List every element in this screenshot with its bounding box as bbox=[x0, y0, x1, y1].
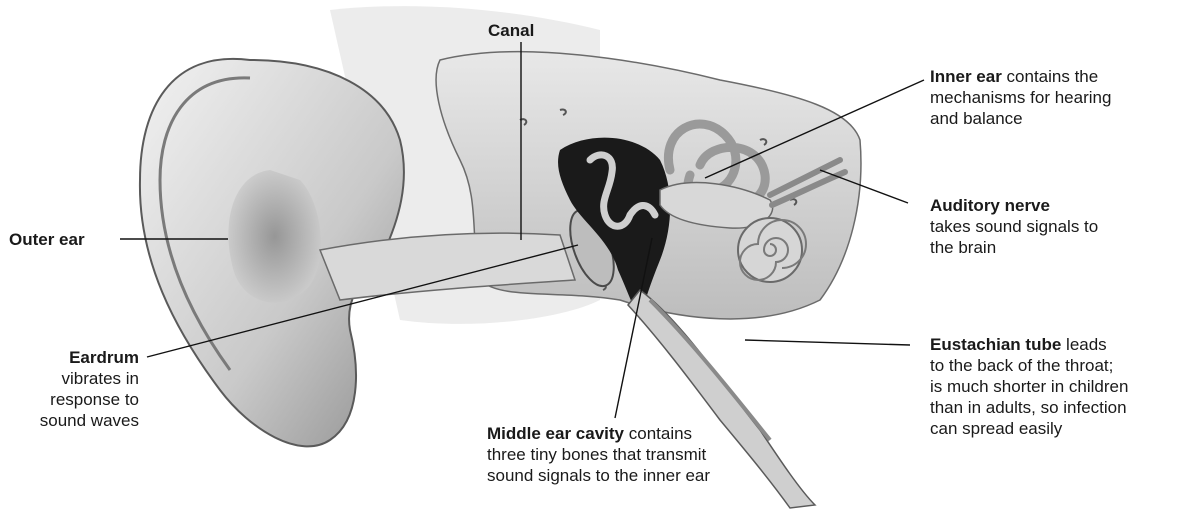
label-eustachian-tube-line: than in adults, so infection bbox=[930, 397, 1128, 418]
label-eustachian-tube-line: is much shorter in children bbox=[930, 376, 1128, 397]
label-inner-ear-line: mechanisms for hearing bbox=[930, 87, 1111, 108]
label-outer-ear: Outer ear bbox=[9, 229, 85, 250]
label-middle-ear-cavity: Middle ear cavity contains three tiny bo… bbox=[487, 423, 710, 486]
label-eardrum: Eardrum vibrates in response to sound wa… bbox=[9, 347, 139, 431]
label-eardrum-line: sound waves bbox=[9, 410, 139, 431]
label-canal-title: Canal bbox=[488, 21, 534, 40]
label-eustachian-tube-line: can spread easily bbox=[930, 418, 1128, 439]
leader-eustachian-tube bbox=[745, 340, 910, 345]
label-outer-ear-title: Outer ear bbox=[9, 230, 85, 249]
label-canal: Canal bbox=[488, 20, 534, 41]
label-inner-ear-line: and balance bbox=[930, 108, 1111, 129]
label-middle-ear-cavity-line: three tiny bones that transmit bbox=[487, 444, 710, 465]
label-inner-ear: Inner ear contains the mechanisms for he… bbox=[930, 66, 1111, 129]
label-inner-ear-text: contains the bbox=[1002, 67, 1098, 86]
label-eardrum-line: vibrates in bbox=[9, 368, 139, 389]
label-inner-ear-title: Inner ear bbox=[930, 67, 1002, 86]
label-middle-ear-cavity-text: contains bbox=[624, 424, 692, 443]
label-eustachian-tube-title: Eustachian tube bbox=[930, 335, 1061, 354]
label-eustachian-tube-text: leads bbox=[1061, 335, 1106, 354]
label-auditory-nerve-line: takes sound signals to bbox=[930, 216, 1098, 237]
label-eardrum-line: response to bbox=[9, 389, 139, 410]
cochlea-outer bbox=[738, 218, 802, 282]
label-eustachian-tube-line: to the back of the throat; bbox=[930, 355, 1128, 376]
label-middle-ear-cavity-title: Middle ear cavity bbox=[487, 424, 624, 443]
label-eardrum-title: Eardrum bbox=[69, 348, 139, 367]
label-middle-ear-cavity-line: sound signals to the inner ear bbox=[487, 465, 710, 486]
label-auditory-nerve: Auditory nerve takes sound signals to th… bbox=[930, 195, 1098, 258]
label-auditory-nerve-title: Auditory nerve bbox=[930, 196, 1050, 215]
concha bbox=[228, 170, 321, 303]
label-eustachian-tube: Eustachian tube leads to the back of the… bbox=[930, 334, 1128, 439]
label-auditory-nerve-line: the brain bbox=[930, 237, 1098, 258]
